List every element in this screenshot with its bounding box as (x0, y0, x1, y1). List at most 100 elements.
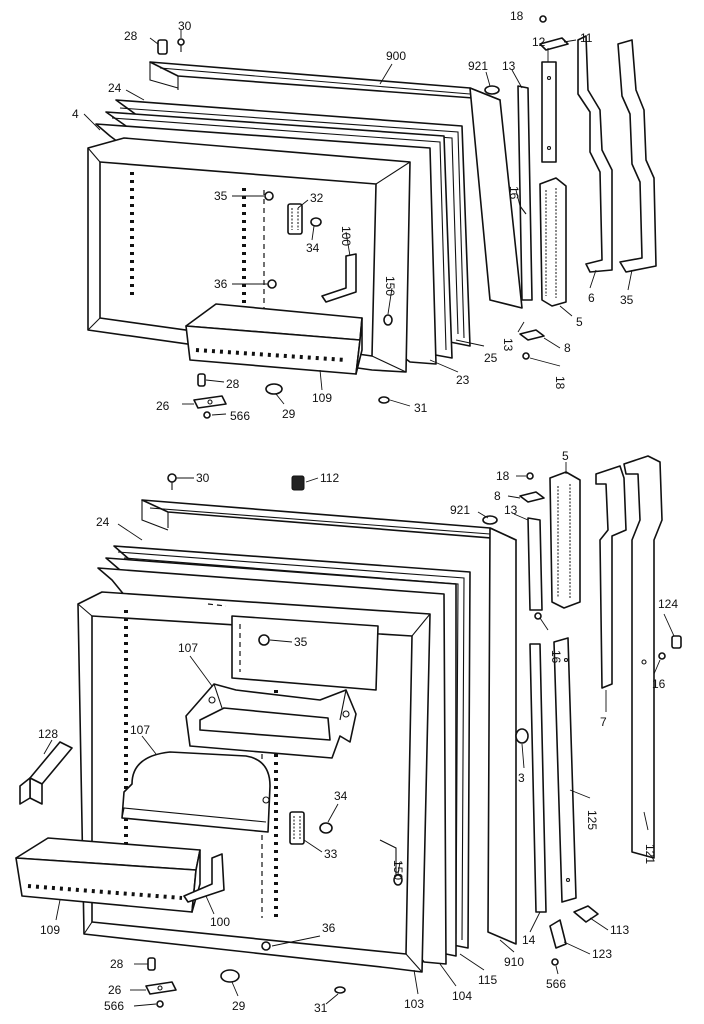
shelf-clip-34 (310, 217, 322, 227)
shelf-clip-35 (258, 634, 270, 646)
label-28b: 28 (226, 377, 240, 391)
label-13: 13 (502, 59, 516, 73)
label-123: 123 (592, 947, 612, 961)
label-14: 14 (522, 933, 536, 947)
stop-150 (383, 314, 393, 326)
label-24: 24 (108, 81, 122, 95)
hinge-123 (549, 919, 567, 949)
handle-7 (595, 465, 627, 689)
label-35: 35 (294, 635, 308, 649)
label-28: 28 (124, 29, 138, 43)
handle-bracket-5 (539, 177, 567, 307)
label-18: 18 (496, 469, 510, 483)
label-16a: 16 (549, 650, 563, 664)
upper-part-labels: 28 30 900 921 13 12 18 11 24 4 35 32 34 … (72, 9, 634, 423)
screw-566a (156, 1000, 164, 1008)
label-921: 921 (468, 59, 488, 73)
label-23: 23 (456, 373, 470, 387)
label-115: 115 (478, 973, 497, 987)
plug-921 (484, 85, 500, 95)
shelf-support-33 (289, 811, 305, 845)
label-3: 3 (518, 771, 525, 785)
lower-part-labels: 30 112 18 5 8 921 13 24 35 16 107 124 16… (38, 449, 678, 1015)
label-34: 34 (306, 241, 320, 255)
outer-door-panel-900 (149, 61, 523, 309)
label-30: 30 (178, 19, 192, 33)
label-6: 6 (588, 291, 595, 305)
screw-18b (522, 352, 530, 360)
label-11: 11 (580, 31, 593, 45)
hinge-26 (145, 981, 177, 995)
label-12: 12 (532, 35, 546, 49)
label-566b: 566 (546, 977, 566, 991)
label-5: 5 (562, 449, 569, 463)
handle-35 (617, 39, 657, 273)
label-36: 36 (214, 277, 228, 291)
crisper-pan-109 (15, 837, 201, 913)
label-5: 5 (576, 315, 583, 329)
label-16: 16 (507, 186, 521, 200)
freezer-pan-109 (185, 303, 363, 375)
lower-leader-lines (43, 462, 675, 1007)
screw-18 (526, 472, 534, 480)
door-shelf-107 (185, 683, 357, 759)
screw-16b (658, 652, 666, 660)
label-107b: 107 (130, 723, 150, 737)
label-103: 103 (404, 997, 424, 1011)
shelf-support-32 (287, 203, 303, 235)
shelf-clip-35 (264, 191, 274, 201)
label-33: 33 (324, 847, 338, 861)
lower-door-assembly: 30 112 18 5 8 921 13 24 35 16 107 124 16… (15, 449, 682, 1015)
label-150: 150 (391, 860, 405, 880)
label-31: 31 (314, 1001, 328, 1015)
plug-921 (482, 515, 498, 525)
label-107a: 107 (178, 641, 198, 655)
label-100: 100 (339, 226, 353, 246)
label-566: 566 (230, 409, 250, 423)
label-8: 8 (564, 341, 571, 355)
egg-tray-128 (19, 741, 73, 805)
screw-566 (203, 411, 211, 419)
label-121: 121 (643, 844, 657, 864)
label-125: 125 (585, 810, 599, 830)
trim-13 (527, 517, 543, 611)
label-32: 32 (310, 191, 324, 205)
label-31: 31 (414, 401, 428, 415)
trim-125 (553, 637, 577, 903)
hinge-cap-112 (291, 475, 305, 491)
screw-16a (534, 612, 542, 620)
trim-14 (529, 643, 547, 913)
label-29: 29 (282, 407, 296, 421)
label-124: 124 (658, 597, 678, 611)
label-36: 36 (322, 921, 336, 935)
label-30: 30 (196, 471, 210, 485)
screw-30 (167, 473, 177, 490)
cap-28 (147, 957, 156, 971)
label-35: 35 (214, 189, 228, 203)
label-150: 150 (383, 276, 397, 296)
label-900: 900 (386, 49, 406, 63)
label-7: 7 (600, 715, 607, 729)
upper-door-assembly: 28 30 900 921 13 12 18 11 24 4 35 32 34 … (72, 9, 657, 423)
shelf-clip-36 (267, 279, 277, 289)
label-18b: 18 (553, 376, 567, 390)
label-566a: 566 (104, 999, 124, 1013)
label-13: 13 (504, 503, 518, 517)
inner-door-liner-4 (87, 137, 411, 373)
label-28: 28 (110, 957, 124, 971)
handle-6 (577, 35, 613, 273)
stop-150 (393, 874, 403, 886)
bumper-29 (265, 383, 283, 395)
label-26: 26 (156, 399, 170, 413)
handle-121 (623, 455, 663, 859)
label-18: 18 (510, 9, 524, 23)
plug-3 (515, 728, 529, 744)
label-29: 29 (232, 999, 246, 1013)
handle-bracket-5 (549, 471, 581, 609)
cap-28b (197, 373, 206, 387)
bracket-8 (519, 329, 545, 341)
label-113: 113 (610, 923, 629, 937)
shelf-clip-36 (261, 941, 271, 951)
label-25: 25 (484, 351, 498, 365)
